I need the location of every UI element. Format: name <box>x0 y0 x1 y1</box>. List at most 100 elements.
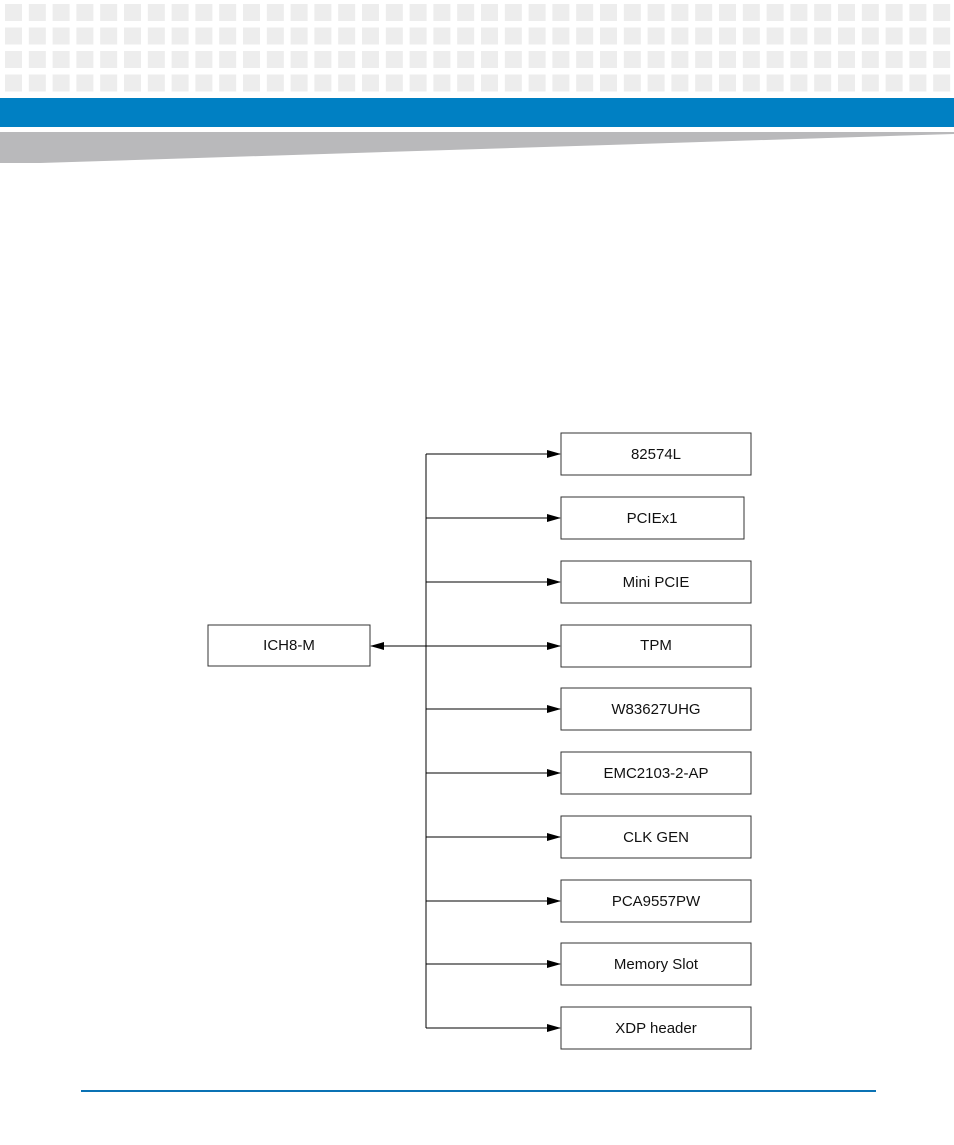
target-block-label: CLK GEN <box>623 829 689 846</box>
pattern-square <box>552 74 570 92</box>
pattern-square <box>100 27 118 45</box>
target-block-label: PCIEx1 <box>627 510 678 527</box>
pattern-square <box>266 74 284 92</box>
pattern-square <box>766 74 784 92</box>
pattern-square <box>290 27 308 45</box>
pattern-square <box>766 51 784 68</box>
target-block-xdp-header: XDP header <box>560 1006 752 1050</box>
pattern-square <box>243 27 260 45</box>
pattern-square <box>576 74 594 92</box>
pattern-square <box>147 27 165 45</box>
pattern-square <box>314 51 332 68</box>
target-block-mini-pcie: Mini PCIE <box>560 560 752 604</box>
pattern-square <box>457 51 475 68</box>
target-block-label: PCA9557PW <box>612 893 701 910</box>
target-block-box <box>560 942 752 986</box>
pattern-square <box>76 27 94 45</box>
block-diagram: ICH8-M 82574L PCIEx1 Mini PCIE TPM W8362… <box>207 432 752 1050</box>
pattern-square <box>124 27 141 45</box>
pattern-square <box>219 4 237 21</box>
target-block-box <box>560 560 752 604</box>
pattern-square <box>147 4 165 21</box>
pattern-square <box>528 27 546 45</box>
pattern-square <box>885 4 903 21</box>
connector-lines <box>370 450 561 1032</box>
pattern-square <box>909 51 927 68</box>
target-block-box <box>560 687 752 731</box>
pattern-square <box>838 27 855 45</box>
pattern-square <box>576 4 594 21</box>
pattern-square <box>100 74 118 92</box>
pattern-square <box>243 4 260 21</box>
pattern-square <box>147 74 165 92</box>
pattern-square <box>385 4 403 21</box>
pattern-square <box>933 51 951 68</box>
pattern-square <box>838 74 855 92</box>
pattern-square <box>647 74 665 92</box>
pattern-square <box>719 51 736 68</box>
target-block-82574l: 82574L <box>560 432 752 476</box>
source-block: ICH8-M <box>207 624 371 667</box>
pattern-square <box>528 74 546 92</box>
header-blue-band <box>0 98 954 127</box>
pattern-square <box>909 27 927 45</box>
target-block-label: EMC2103-2-AP <box>603 765 708 782</box>
pattern-square <box>76 74 94 92</box>
pattern-square <box>290 74 308 92</box>
pattern-square <box>576 51 594 68</box>
pattern-square <box>100 4 118 21</box>
pattern-square <box>219 27 237 45</box>
pattern-square <box>266 27 284 45</box>
target-block-box <box>560 432 752 476</box>
pattern-square <box>52 4 70 21</box>
pattern-square <box>671 4 689 21</box>
pattern-square <box>933 27 951 45</box>
target-block-box <box>560 751 752 795</box>
pattern-square <box>552 51 570 68</box>
pattern-square <box>5 4 22 21</box>
pattern-square <box>28 51 46 68</box>
pattern-square <box>124 74 141 92</box>
pattern-square <box>861 4 879 21</box>
pattern-square <box>861 74 879 92</box>
pattern-square <box>433 27 451 45</box>
pattern-square <box>504 27 522 45</box>
pattern-square <box>171 74 189 92</box>
pattern-square <box>338 74 356 92</box>
pattern-square <box>362 27 379 45</box>
pattern-square <box>52 74 70 92</box>
pattern-square <box>362 4 379 21</box>
target-block-label: XDP header <box>615 1020 696 1037</box>
pattern-square <box>814 27 832 45</box>
source-block-box <box>207 624 371 667</box>
pattern-square <box>671 27 689 45</box>
pattern-square <box>52 51 70 68</box>
pattern-square <box>695 4 713 21</box>
pattern-square <box>385 51 403 68</box>
target-block-label: Memory Slot <box>614 956 699 973</box>
pattern-square <box>314 4 332 21</box>
pattern-square <box>385 27 403 45</box>
target-block-label: 82574L <box>631 446 681 463</box>
target-block-label: Mini PCIE <box>623 574 690 591</box>
pattern-square <box>76 4 94 21</box>
pattern-square <box>671 51 689 68</box>
pattern-square <box>266 4 284 21</box>
pattern-square <box>457 27 475 45</box>
pattern-square <box>28 4 46 21</box>
pattern-square <box>52 27 70 45</box>
target-block-emc2103-2-ap: EMC2103-2-AP <box>560 751 752 795</box>
pattern-square <box>861 51 879 68</box>
pattern-square <box>409 4 427 21</box>
target-block-label: W83627UHG <box>611 701 700 718</box>
target-block-memory-slot: Memory Slot <box>560 942 752 986</box>
pattern-square <box>742 74 760 92</box>
pattern-square <box>623 51 641 68</box>
pattern-square <box>695 27 713 45</box>
pattern-square <box>742 27 760 45</box>
pattern-square <box>171 4 189 21</box>
pattern-square <box>28 27 46 45</box>
pattern-square <box>766 4 784 21</box>
pattern-square <box>742 51 760 68</box>
